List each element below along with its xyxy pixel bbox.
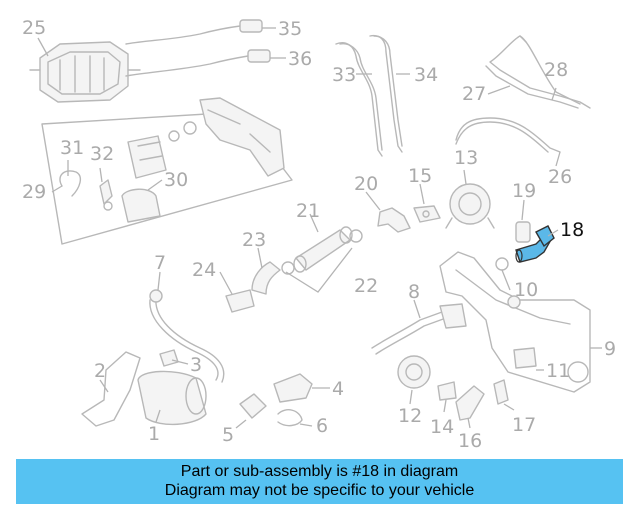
part-8-hose (371, 303, 467, 355)
part-18-highlighted (515, 225, 555, 263)
callout-2: 2 (94, 360, 106, 382)
part-19-gasket (515, 221, 531, 243)
callout-14: 14 (430, 416, 454, 438)
part-35-sensor (125, 19, 263, 45)
callout-4: 4 (332, 378, 344, 400)
callout-15: 15 (408, 165, 432, 187)
callout-numbers: 25 35 36 33 34 28 27 26 31 32 29 30 20 1… (22, 17, 616, 452)
callout-24: 24 (192, 259, 216, 281)
part-3-connector (159, 349, 179, 367)
part-33-line (335, 42, 383, 157)
part-1-air-pump (137, 370, 207, 426)
callout-31: 31 (60, 137, 84, 159)
part-7-pipe (149, 289, 225, 383)
part-21-hose (293, 226, 353, 273)
callout-26: 26 (548, 166, 572, 188)
info-banner: Part or sub-assembly is #18 in diagram D… (16, 459, 623, 504)
callout-32: 32 (90, 143, 114, 165)
part-20-elbow (377, 207, 411, 233)
banner-line-1: Part or sub-assembly is #18 in diagram (180, 463, 459, 480)
part-6-clamp (277, 409, 303, 427)
callout-17: 17 (512, 414, 536, 436)
leader-lines (37, 27, 602, 429)
part-27-28-tubes (455, 35, 591, 153)
part-36-sensor (125, 49, 271, 77)
callout-13: 13 (454, 147, 478, 169)
part-13-valve (445, 183, 495, 229)
callout-33: 33 (332, 64, 356, 86)
callout-21: 21 (296, 200, 320, 222)
callout-30: 30 (164, 169, 188, 191)
callout-35: 35 (278, 18, 302, 40)
part-14-gasket (437, 381, 457, 401)
callout-28: 28 (544, 59, 568, 81)
callout-9: 9 (604, 338, 616, 360)
callout-7: 7 (154, 252, 166, 274)
part-29-kit-box (41, 97, 293, 245)
callout-6: 6 (316, 415, 328, 437)
part-2-bracket (81, 351, 141, 427)
banner-line-2: Diagram may not be specific to your vehi… (164, 482, 475, 499)
callout-20: 20 (354, 173, 378, 195)
callout-12: 12 (398, 405, 422, 427)
callout-29: 29 (22, 181, 46, 203)
part-17-gasket (493, 379, 509, 405)
part-4-valve (273, 373, 313, 403)
callout-3: 3 (190, 354, 202, 376)
part-23-elbow (251, 261, 281, 295)
part-15-gasket (413, 205, 441, 223)
part-25-bracket (29, 41, 141, 103)
callout-8: 8 (408, 281, 420, 303)
part-24-gasket (225, 289, 255, 313)
callout-16: 16 (458, 430, 482, 452)
callout-11: 11 (546, 360, 570, 382)
callout-22: 22 (354, 275, 378, 297)
part-12-valve (397, 355, 431, 389)
callout-10: 10 (514, 279, 538, 301)
part-16-pipe (455, 385, 485, 421)
callout-25: 25 (22, 17, 46, 39)
callout-23: 23 (242, 229, 266, 251)
callout-19: 19 (512, 180, 536, 202)
callout-18: 18 (560, 219, 584, 241)
callout-36: 36 (288, 48, 312, 70)
callout-27: 27 (462, 83, 486, 105)
callout-34: 34 (414, 64, 438, 86)
part-9-assembly (439, 251, 591, 393)
part-34-line (369, 34, 403, 153)
callout-5: 5 (222, 424, 234, 446)
part-5-connector (239, 393, 267, 419)
callout-1: 1 (148, 423, 160, 445)
